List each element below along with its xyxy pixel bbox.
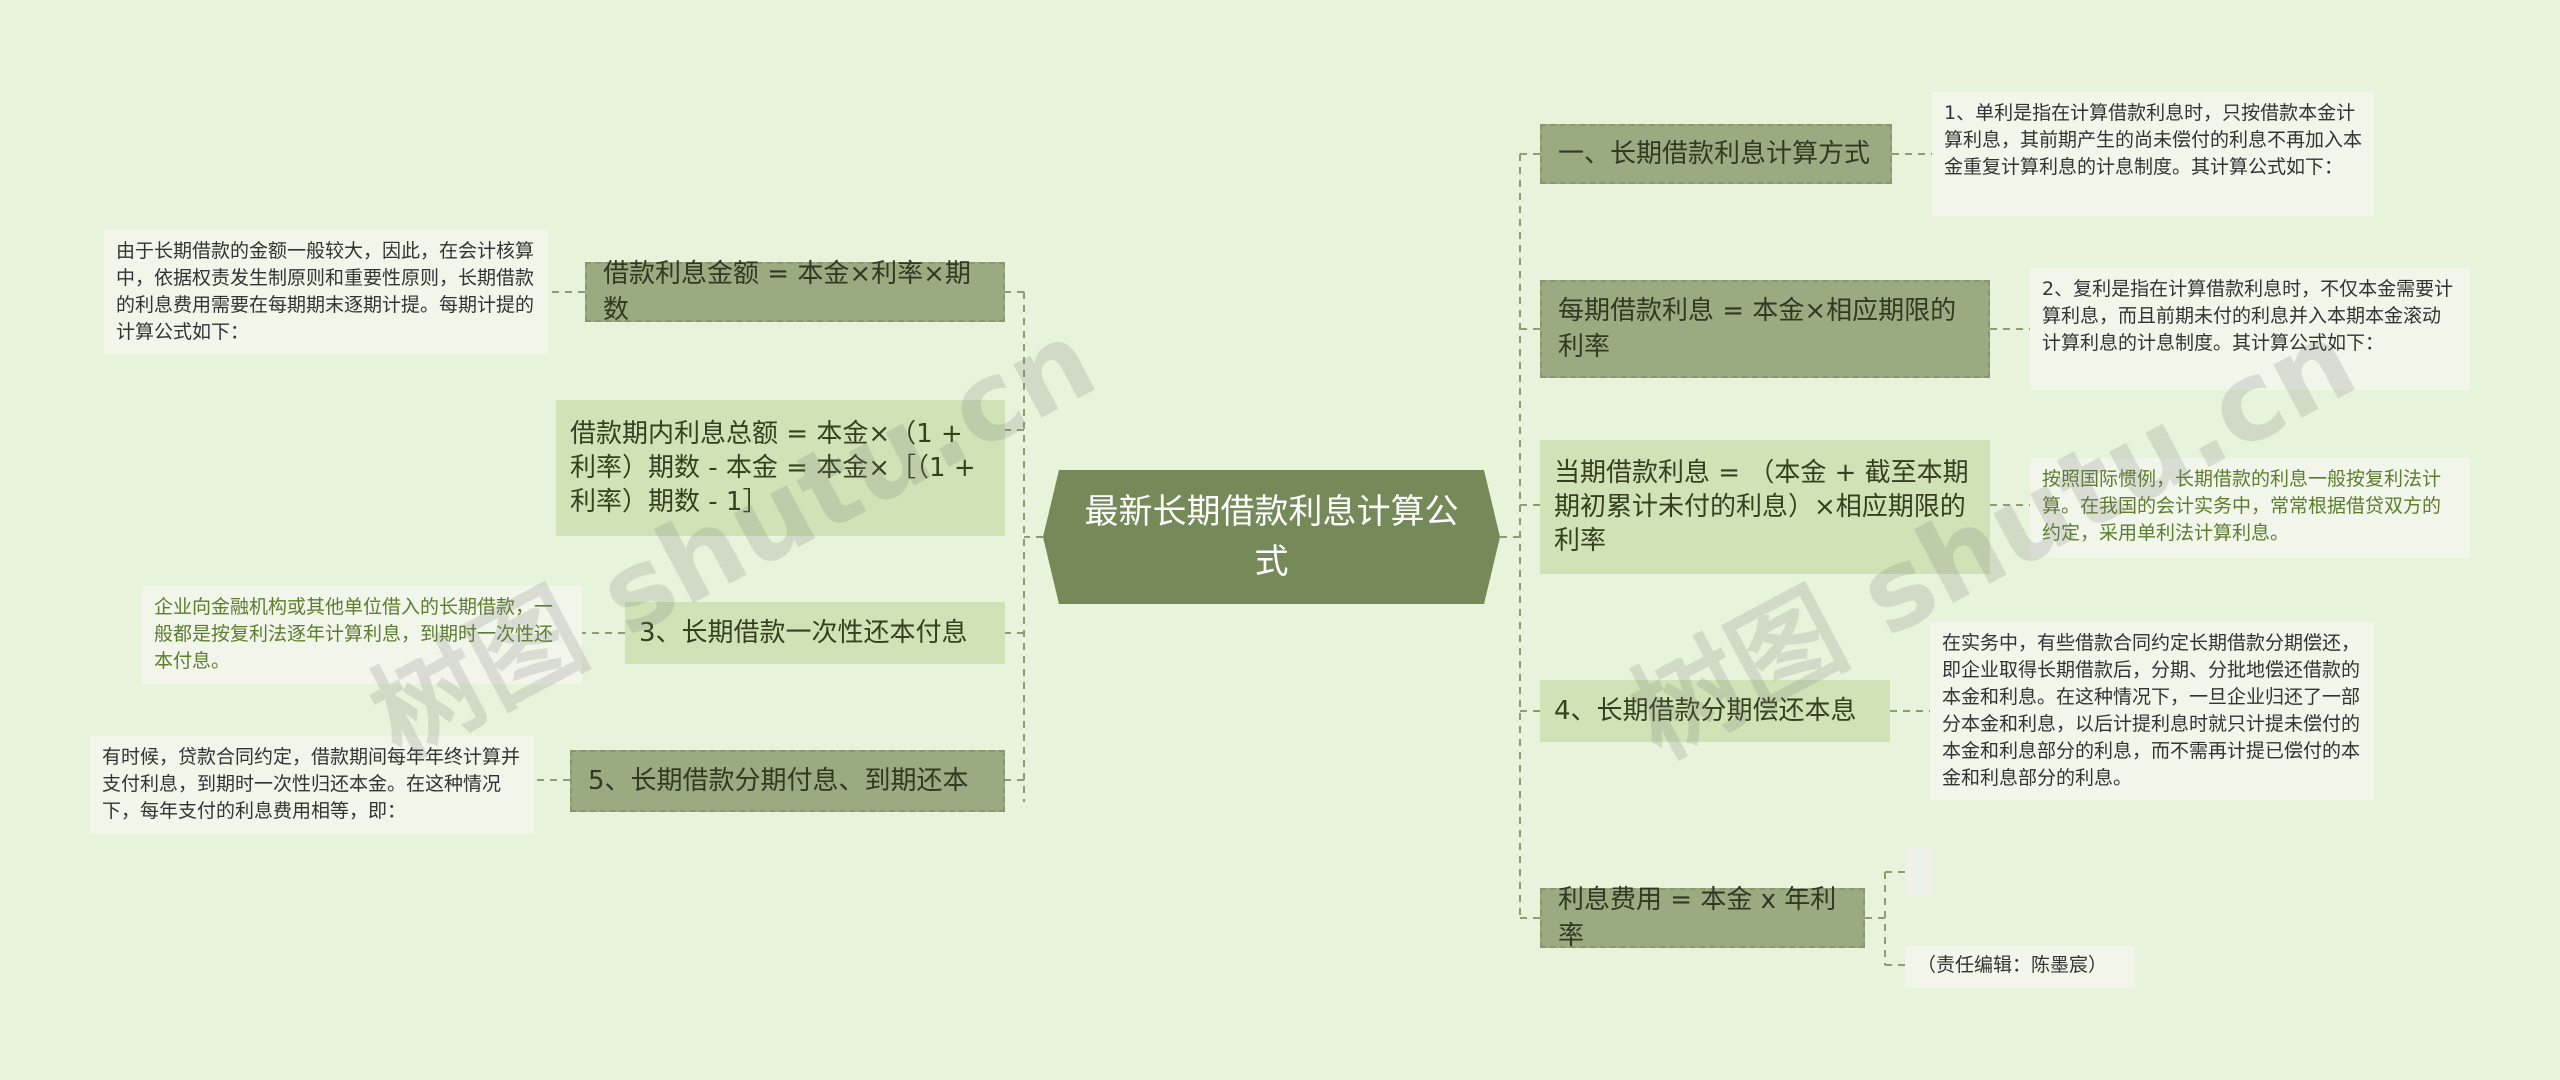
branch-calculation-method-label: 一、长期借款利息计算方式 [1558,139,1871,169]
branch-interest-expense-label: 利息费用 = 本金 x 年利率 [1558,885,1837,951]
right-spine [1500,153,1540,919]
right-leaf-links [1865,153,2030,966]
branch-current-period-interest[interactable]: 当期借款利息 = （本金 + 截至本期期初累计未付的利息）×相应期限的利率 [1540,440,1990,574]
branch-interest-amount-label: 借款利息金额 = 本金×利率×期数 [603,259,971,325]
branch-interest-amount[interactable]: 借款利息金额 = 本金×利率×期数 [585,259,1005,325]
branch-periodic-interest-label: 5、长期借款分期付息、到期还本 [588,766,969,796]
branch-lump-sum-repayment-label: 3、长期借款一次性还本付息 [639,618,968,648]
central-topic[interactable]: 最新长期借款利息计算公式 [1043,470,1500,604]
leaf-interest-amount-note: 由于长期借款的金额一般较大，因此，在会计核算中，依据权责发生制原则和重要性原则，… [104,230,548,354]
leaf-periodic-interest-note: 有时候，贷款合同约定，借款期间每年年终计算并支付利息，到期时一次性归还本金。在这… [90,736,534,834]
leaf-empty [1905,848,1931,896]
left-spine [1000,291,1043,802]
leaf-lump-sum-note: 企业向金融机构或其他单位借入的长期借款，一般都是按复利法逐年计算利息，到期时一次… [142,586,582,684]
branch-calculation-method[interactable]: 一、长期借款利息计算方式 [1540,124,1892,184]
branch-total-interest[interactable]: 借款期内利息总额 = 本金×（1 + 利率）期数 - 本金 = 本金×［（1 +… [556,400,1005,536]
leaf-installment-note: 在实务中，有些借款合同约定长期借款分期偿还，即企业取得长期借款后，分期、分批地偿… [1930,622,2374,800]
leaf-simple-interest-note: 1、单利是指在计算借款利息时，只按借款本金计算利息，其前期产生的尚未偿付的利息不… [1932,92,2374,216]
leaf-international-practice-note: 按照国际惯例，长期借款的利息一般按复利法计算。在我国的会计实务中，常常根据借贷双… [2030,458,2470,558]
branch-periodic-interest[interactable]: 5、长期借款分期付息、到期还本 [570,750,1005,812]
branch-current-period-interest-label: 当期借款利息 = （本金 + 截至本期期初累计未付的利息）×相应期限的利率 [1554,458,1969,556]
branch-installment-repayment-label: 4、长期借款分期偿还本息 [1554,696,1857,726]
branch-per-period-interest[interactable]: 每期借款利息 = 本金×相应期限的利率 [1540,280,1990,378]
branch-lump-sum-repayment[interactable]: 3、长期借款一次性还本付息 [625,602,1005,664]
branch-per-period-interest-label: 每期借款利息 = 本金×相应期限的利率 [1558,296,1957,362]
leaf-compound-interest-note: 2、复利是指在计算借款利息时，不仅本金需要计算利息，而且前期未付的利息并入本期本… [2030,268,2470,390]
branch-installment-repayment[interactable]: 4、长期借款分期偿还本息 [1540,680,1890,742]
leaf-editor-credit: （责任编辑：陈墨宸） [1905,946,2135,988]
left-leaf-links [534,291,625,781]
central-topic-label: 最新长期借款利息计算公式 [1084,492,1459,582]
branch-total-interest-label: 借款期内利息总额 = 本金×（1 + 利率）期数 - 本金 = 本金×［（1 +… [570,419,976,517]
branch-interest-expense[interactable]: 利息费用 = 本金 x 年利率 [1540,885,1865,951]
